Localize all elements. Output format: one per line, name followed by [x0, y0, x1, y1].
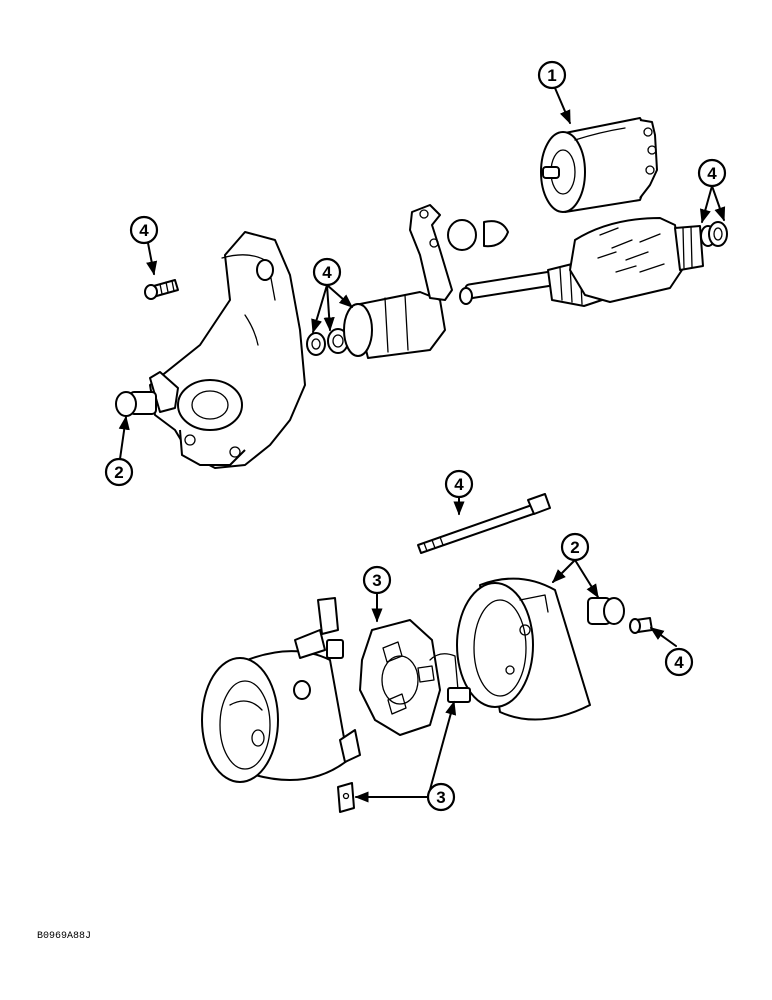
field-frame — [201, 597, 361, 783]
commutator-end-frame — [456, 577, 591, 721]
callout-4-through-bolt: 4 — [444, 469, 474, 499]
leader-lines — [118, 87, 726, 803]
armature-rings — [700, 221, 728, 247]
svg-text:4: 4 — [454, 475, 464, 494]
callout-4-commutator-screw: 4 — [664, 647, 694, 677]
svg-text:2: 2 — [114, 463, 123, 482]
callout-4-pinion-rings: 4 — [312, 257, 342, 287]
svg-text:1: 1 — [547, 66, 556, 85]
callout-2-drive-end: 2 — [104, 457, 134, 487]
callout-1: 1 — [537, 60, 567, 90]
drive-end-housing — [149, 231, 306, 469]
svg-text:4: 4 — [322, 263, 332, 282]
bearing-retainer-screw — [144, 279, 179, 300]
pinion-drive — [343, 204, 453, 359]
svg-text:4: 4 — [707, 164, 717, 183]
callout-4-screw: 4 — [129, 215, 159, 245]
callout-4-armature-rings: 4 — [697, 158, 727, 188]
brush-clip — [337, 782, 355, 813]
commutator-plug — [587, 597, 625, 625]
solenoid — [540, 117, 658, 213]
callout-3-brush: 3 — [426, 782, 456, 812]
armature — [459, 217, 704, 307]
callout-2-commutator-end: 2 — [560, 532, 590, 562]
commutator-screw — [629, 617, 653, 634]
solenoid-plunger-caps — [447, 219, 509, 251]
svg-text:3: 3 — [436, 788, 445, 807]
svg-text:4: 4 — [139, 221, 149, 240]
callout-3-brush-holder: 3 — [362, 565, 392, 595]
reference-code: B0969A88J — [37, 931, 91, 942]
drive-end-plug — [115, 391, 157, 417]
svg-text:3: 3 — [372, 571, 381, 590]
svg-text:4: 4 — [674, 653, 684, 672]
brush-holder — [359, 619, 441, 736]
brush-lead — [429, 653, 471, 703]
svg-text:2: 2 — [570, 538, 579, 557]
through-bolt — [417, 493, 551, 554]
